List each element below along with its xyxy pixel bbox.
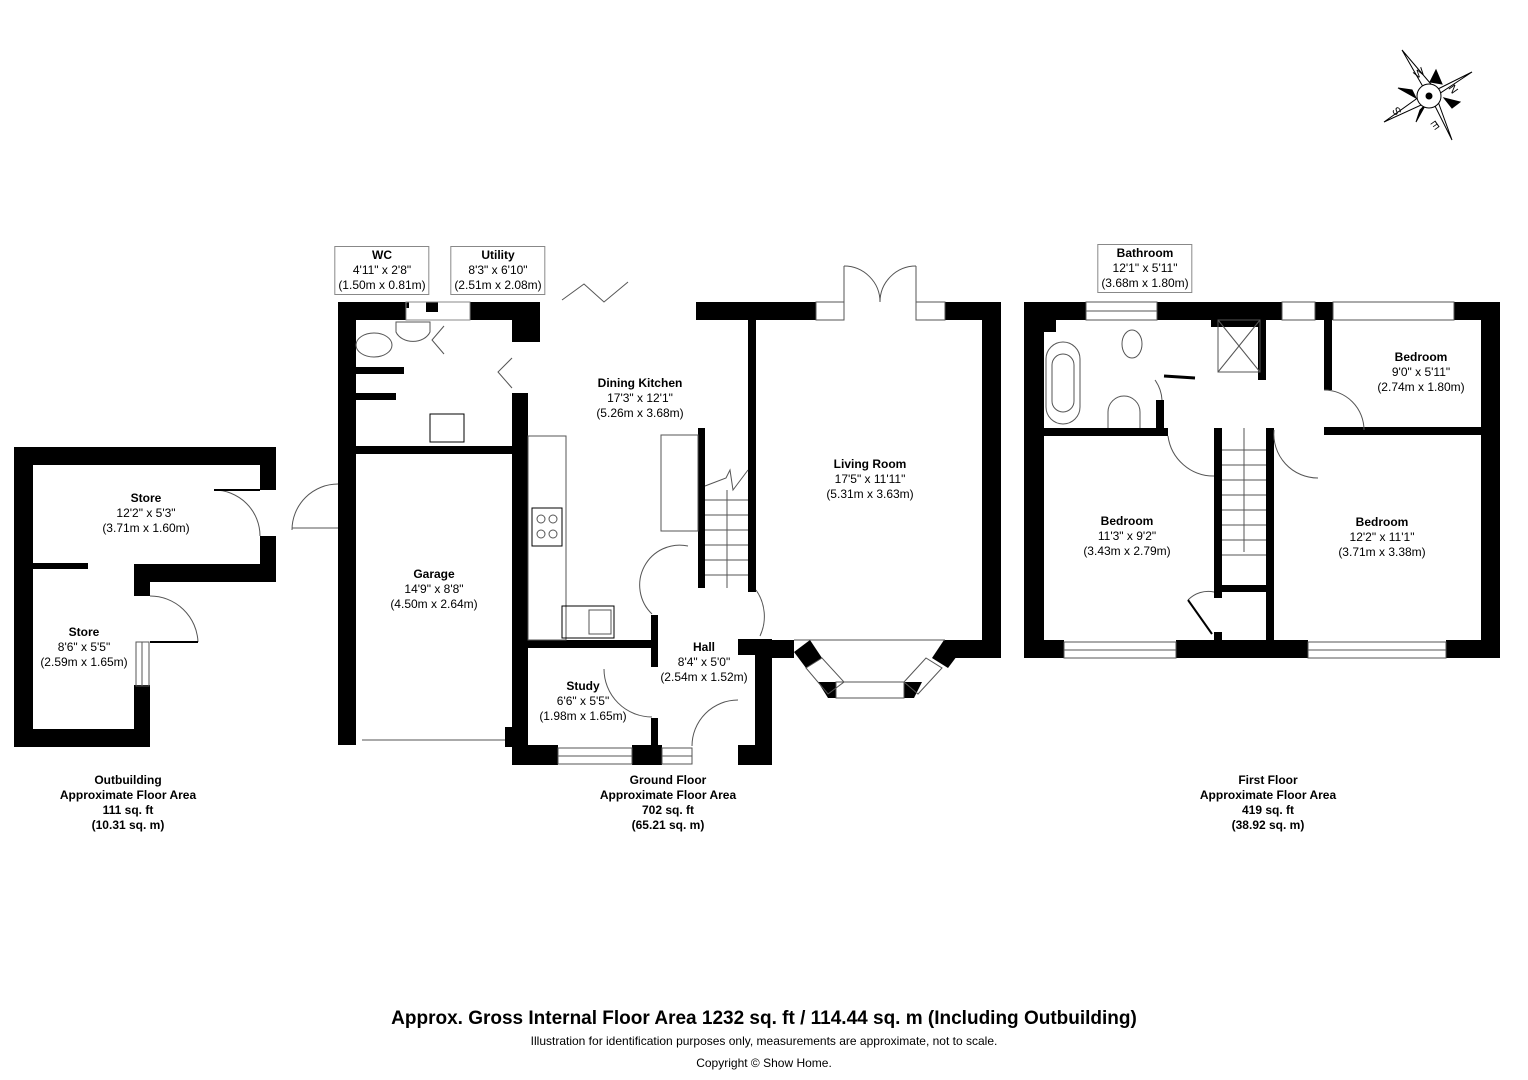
room-metric: (2.74m x 1.80m) [1377,380,1465,394]
floor-subtitle: Approximate Floor Area [59,788,197,802]
room-name: Bathroom [1116,246,1174,260]
floor-sqm: (38.92 sq. m) [1231,818,1305,832]
room-label-wc: WC 4'11" x 2'8" (1.50m x 0.81m) [334,246,430,295]
windows-and-fittings [135,265,1455,765]
room-name: Store [130,491,162,505]
room-label-garage: Garage 14'9" x 8'8" (4.50m x 2.64m) [390,567,477,612]
room-name: Garage [413,567,455,581]
room-metric: (2.59m x 1.65m) [40,655,128,669]
room-imperial: 12'1" x 5'11" [1112,261,1178,275]
room-metric: (5.26m x 3.68m) [596,406,684,420]
room-label-bathroom: Bathroom 12'1" x 5'11" (3.68m x 1.80m) [1097,244,1193,293]
room-metric: (3.71m x 3.38m) [1338,545,1426,559]
copyright-text: Copyright © Show Home. [696,1056,832,1070]
room-name: Utility [481,248,515,262]
first-floor-area-caption: First Floor Approximate Floor Area 419 s… [1200,773,1336,833]
floor-sqm: (65.21 sq. m) [631,818,705,832]
room-imperial: 8'4" x 5'0" [677,655,731,669]
floor-title: First Floor [1238,773,1298,787]
room-imperial: 6'6" x 5'5" [556,694,610,708]
svg-text:E: E [1428,118,1441,132]
room-label-store-top: Store 12'2" x 5'3" (3.71m x 1.60m) [102,491,189,536]
floor-sqm: (10.31 sq. m) [91,818,165,832]
room-name: Bedroom [1100,514,1154,528]
ground-floor-area-caption: Ground Floor Approximate Floor Area 702 … [600,773,736,833]
room-metric: (1.98m x 1.65m) [539,709,627,723]
floor-sqft: 702 sq. ft [641,803,695,817]
room-label-store-bottom: Store 8'6" x 5'5" (2.59m x 1.65m) [40,625,127,670]
room-imperial: 11'3" x 9'2" [1097,529,1157,543]
room-imperial: 12'2" x 11'1" [1349,530,1415,544]
room-metric: (4.50m x 2.64m) [390,597,478,611]
gross-area-heading: Approx. Gross Internal Floor Area 1232 s… [391,1008,1137,1029]
room-name: Living Room [833,457,907,471]
room-label-utility: Utility 8'3" x 6'10" (2.51m x 2.08m) [450,246,546,295]
room-label-bedroom-left: Bedroom 11'3" x 9'2" (3.43m x 2.79m) [1083,514,1170,559]
floor-subtitle: Approximate Floor Area [1199,788,1337,802]
room-metric: (2.54m x 1.52m) [660,670,748,684]
room-label-dining-kitchen: Dining Kitchen 17'3" x 12'1" (5.26m x 3.… [596,376,683,421]
room-metric: (3.68m x 1.80m) [1101,276,1189,290]
room-name: Bedroom [1394,350,1448,364]
room-name: WC [372,248,392,262]
room-imperial: 9'0" x 5'11" [1391,365,1451,379]
floor-title: Outbuilding [94,773,162,787]
room-label-living-room: Living Room 17'5" x 11'11" (5.31m x 3.63… [826,457,913,502]
room-label-study: Study 6'6" x 5'5" (1.98m x 1.65m) [539,679,626,724]
outbuilding-area-caption: Outbuilding Approximate Floor Area 111 s… [60,773,196,833]
room-metric: (5.31m x 3.63m) [826,487,914,501]
room-name: Study [566,679,600,693]
disclaimer-text: Illustration for identification purposes… [530,1034,998,1048]
room-imperial: 12'2" x 5'3" [116,506,176,520]
floor-sqft: 111 sq. ft [102,803,154,817]
compass-rose-icon: W N S E [1383,49,1473,141]
room-label-hall: Hall 8'4" x 5'0" (2.54m x 1.52m) [660,640,747,685]
room-imperial: 8'6" x 5'5" [57,640,111,654]
room-label-bedroom-right: Bedroom 12'2" x 11'1" (3.71m x 3.38m) [1338,515,1425,560]
room-imperial: 17'5" x 11'11" [834,472,906,486]
floor-title: Ground Floor [629,773,707,787]
room-metric: (2.51m x 2.08m) [454,278,542,292]
room-metric: (1.50m x 0.81m) [338,278,426,292]
room-imperial: 4'11" x 2'8" [352,263,412,277]
room-name: Dining Kitchen [597,376,683,390]
room-imperial: 8'3" x 6'10" [468,263,528,277]
room-metric: (3.43m x 2.79m) [1083,544,1171,558]
room-metric: (3.71m x 1.60m) [102,521,190,535]
floor-sqft: 419 sq. ft [1241,803,1295,817]
room-name: Bedroom [1355,515,1409,529]
room-imperial: 14'9" x 8'8" [404,582,464,596]
room-label-bedroom-small: Bedroom 9'0" x 5'11" (2.74m x 1.80m) [1377,350,1464,395]
room-name: Hall [692,640,715,654]
room-name: Store [68,625,100,639]
room-imperial: 17'3" x 12'1" [607,391,673,405]
floor-subtitle: Approximate Floor Area [599,788,737,802]
walls [14,302,1500,765]
svg-text:S: S [1390,104,1404,117]
